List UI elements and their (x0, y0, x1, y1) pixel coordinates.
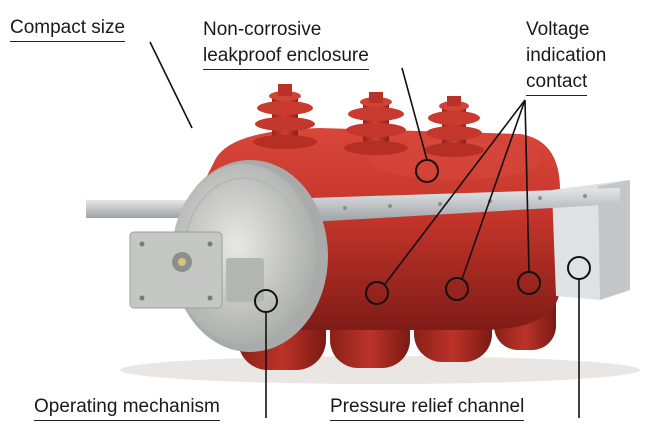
voltage-callout-circle-2 (445, 277, 469, 301)
voltage-callout-circle-1 (365, 281, 389, 305)
insulator-bushing-3 (424, 96, 484, 157)
voltage-label-line1: Voltage (526, 19, 590, 40)
voltage-label-line3: contact (526, 69, 588, 96)
pressure-relief-bracket (552, 180, 630, 300)
voltage-leader-1 (384, 99, 526, 285)
compact-size-leader (149, 41, 193, 129)
voltage-leader-3 (524, 99, 530, 273)
compact-size-label: Compact size (10, 15, 126, 42)
operating-mechanism-housing (129, 160, 328, 352)
mounting-rail (86, 188, 620, 222)
enclosure-label-line1: Non-corrosive (203, 19, 322, 40)
pressure-relief-label: Pressure relief channel (330, 394, 525, 421)
voltage-label-line2: indication (526, 45, 607, 66)
enclosure-leader (401, 67, 428, 161)
insulator-bushing-1 (253, 84, 317, 149)
insulator-bushing-2 (344, 92, 408, 155)
enclosure-label-line2: leakproof enclosure (203, 43, 369, 70)
operating-mechanism-label: Operating mechanism (34, 394, 220, 421)
voltage-leader-2 (461, 99, 526, 280)
